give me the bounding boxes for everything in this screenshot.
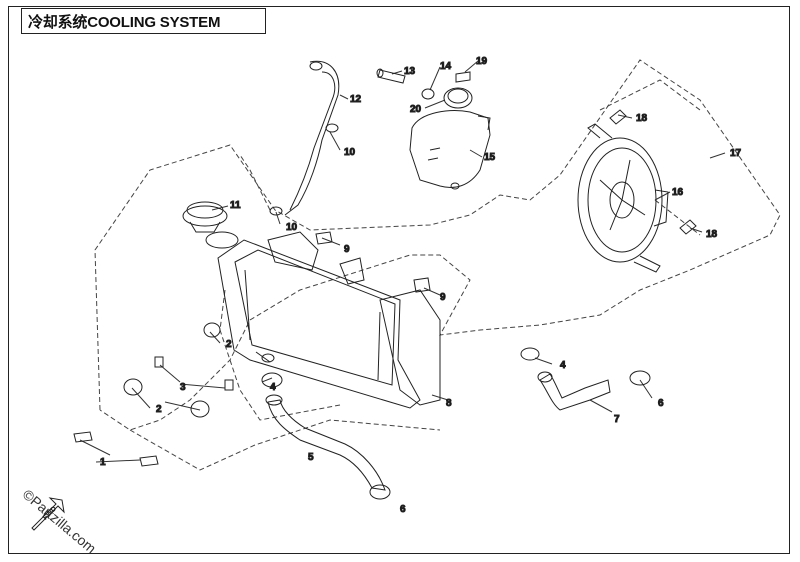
brackets — [315, 231, 431, 293]
callout-10b: 10 — [286, 222, 298, 233]
group-outlines — [94, 59, 781, 471]
overflow-pipe — [376, 68, 471, 100]
callout-1: 1 — [100, 457, 106, 468]
leader-lines — [79, 60, 726, 463]
diagram-frame — [8, 6, 790, 554]
upper-hose — [284, 60, 340, 216]
title-box — [21, 8, 266, 34]
callout-19: 19 — [476, 56, 488, 67]
callout-16: 16 — [672, 187, 684, 198]
radiator-cap — [182, 201, 239, 249]
lower-hose-right — [520, 347, 651, 411]
lower-hose-left — [261, 372, 391, 500]
callout-17: 17 — [730, 148, 742, 159]
callout-12: 12 — [350, 94, 362, 105]
callout-8: 8 — [446, 398, 452, 409]
callout-20: 20 — [410, 104, 422, 115]
radiator — [217, 231, 441, 409]
callout-4b: 4 — [560, 360, 566, 371]
callout-18b: 18 — [706, 229, 718, 240]
fwd-arrow-icon — [31, 497, 65, 531]
callout-6b: 6 — [400, 504, 406, 515]
callout-18a: 18 — [636, 113, 648, 124]
callout-3: 3 — [180, 382, 186, 393]
fan-bolts — [609, 109, 697, 235]
callout-13: 13 — [404, 66, 416, 77]
fan-assembly — [577, 123, 669, 273]
callout-4a: 4 — [270, 382, 276, 393]
callout-9a: 9 — [344, 244, 350, 255]
callout-10a: 10 — [344, 147, 356, 158]
callout-6a: 6 — [658, 398, 664, 409]
callout-5: 5 — [308, 452, 314, 463]
callout-11: 11 — [230, 200, 241, 211]
mounting-hardware — [73, 322, 234, 467]
callout-7: 7 — [614, 414, 620, 425]
reservoir-tank — [409, 87, 491, 190]
callout-labels: 1 2 2 3 4 4 5 6 6 7 8 9 9 10 10 11 12 13… — [100, 56, 743, 516]
callout-2b: 2 — [156, 404, 162, 415]
page-title: 冷却系统COOLING SYSTEM — [28, 14, 221, 31]
callout-14: 14 — [440, 61, 452, 72]
callout-2a: 2 — [226, 339, 232, 350]
callout-9b: 9 — [440, 292, 446, 303]
hose-clamp-10 — [269, 123, 339, 216]
callout-15: 15 — [484, 152, 496, 163]
